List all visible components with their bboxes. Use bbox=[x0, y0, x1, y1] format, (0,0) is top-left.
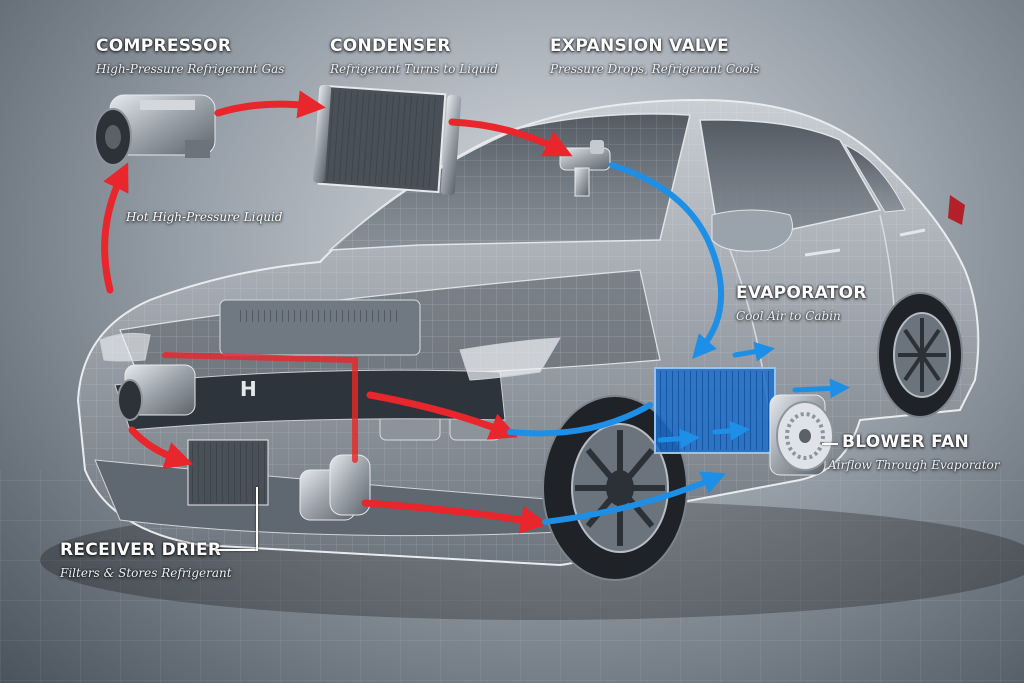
receiver-drier-title: RECEIVER DRIER bbox=[60, 540, 222, 560]
compressor-component bbox=[94, 94, 216, 166]
air-arrow-3 bbox=[657, 428, 700, 449]
expansion-valve-title: EXPANSION VALVE bbox=[550, 36, 730, 56]
expansion-valve-label: EXPANSION VALVE Pressure Drops, Refriger… bbox=[550, 36, 759, 76]
cold-line-upper bbox=[507, 402, 653, 437]
arrow-valve-to-evaporator bbox=[609, 162, 725, 360]
arrow-compressor-to-condenser bbox=[214, 90, 326, 119]
compressor-subtitle: High-Pressure Refrigerant Gas bbox=[96, 62, 285, 76]
receiver-drier-component bbox=[299, 454, 371, 521]
receiver-drier-subtitle: Filters & Stores Refrigerant bbox=[60, 566, 232, 580]
compressor-title: COMPRESSOR bbox=[96, 36, 232, 56]
air-arrow-2 bbox=[792, 378, 850, 399]
arrow-liquid-to-compressor bbox=[101, 162, 129, 294]
front-wheel bbox=[542, 395, 688, 581]
condenser-front-component bbox=[187, 439, 269, 506]
rear-wheel bbox=[877, 292, 963, 418]
air-arrow-4 bbox=[712, 420, 750, 441]
hot-liquid-note: Hot High-Pressure Liquid bbox=[126, 210, 283, 224]
engine-hot-line bbox=[162, 352, 358, 463]
condenser-component bbox=[312, 84, 462, 196]
condenser-subtitle: Refrigerant Turns to Liquid bbox=[330, 62, 498, 76]
hot-flow-lines bbox=[101, 90, 573, 534]
blower-fan-label: BLOWER FAN Airflow Through Evaporator bbox=[828, 432, 999, 472]
arrow-engine-hot bbox=[366, 391, 518, 440]
arrow-receiver-in bbox=[128, 426, 194, 469]
blower-fan-leader bbox=[822, 443, 838, 445]
blower-fan-component bbox=[769, 394, 834, 476]
evaporator-title: EVAPORATOR bbox=[736, 283, 867, 303]
expansion-valve-subtitle: Pressure Drops, Refrigerant Cools bbox=[550, 62, 760, 76]
blower-fan-subtitle: Airflow Through Evaporator bbox=[828, 458, 1000, 472]
cold-flow-lines bbox=[507, 162, 850, 525]
condenser-label: CONDENSER Refrigerant Turns to Liquid bbox=[330, 36, 498, 76]
badge-icon: H bbox=[240, 377, 257, 401]
arrow-drier-out bbox=[361, 499, 549, 534]
receiver-drier-leader-v bbox=[256, 487, 258, 551]
receiver-drier-leader-h bbox=[216, 549, 256, 551]
receiver-drier-label: RECEIVER DRIER Filters & Stores Refriger… bbox=[60, 540, 232, 580]
arrow-condenser-to-valve bbox=[448, 118, 573, 157]
compressor-engine-component bbox=[117, 364, 196, 421]
arrow-cold-lower bbox=[542, 471, 727, 525]
evaporator-subtitle: Cool Air to Cabin bbox=[736, 309, 841, 323]
evaporator-label: EVAPORATOR Cool Air to Cabin bbox=[736, 283, 867, 323]
compressor-label: COMPRESSOR High-Pressure Refrigerant Gas bbox=[96, 36, 284, 76]
condenser-title: CONDENSER bbox=[330, 36, 451, 56]
air-arrow-1 bbox=[732, 341, 775, 362]
blower-fan-title: BLOWER FAN bbox=[842, 432, 970, 452]
